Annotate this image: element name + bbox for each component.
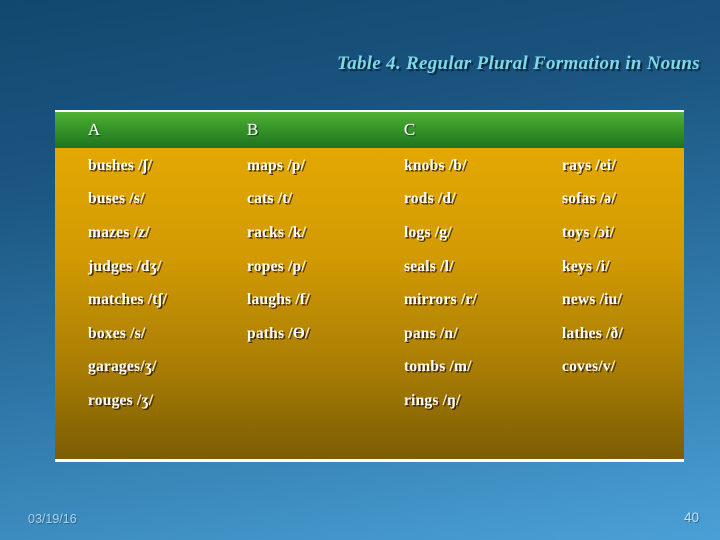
table-cell: logs /g/: [404, 223, 452, 241]
table-cell: keys /i/: [562, 257, 610, 275]
table-cell: matches /tʃ/: [88, 291, 167, 309]
slide-date: 03/19/16: [28, 512, 77, 526]
table-cell: pans /n/: [404, 324, 458, 342]
table-cell: ropes /p/: [247, 257, 306, 275]
table-cell: news /iu/: [562, 291, 622, 309]
table-cell: laughs /f/: [247, 291, 310, 309]
table-header-row: A B C: [55, 112, 684, 148]
table-cell: rouges /ʒ/: [88, 391, 154, 409]
header-cell-A: A: [88, 120, 101, 139]
table-body: bushes /ʃ/maps /p/knobs /b/rays /ei/buse…: [55, 148, 684, 459]
table-cell: mazes /z/: [88, 223, 150, 241]
table-cell: toys /ɔi/: [562, 223, 615, 241]
table-cell: garages/ʒ/: [88, 358, 157, 376]
plural-formation-table: A B C bushes /ʃ/maps /p/knobs /b/rays /ei/…: [55, 110, 684, 462]
table-cell: buses /s/: [88, 190, 145, 208]
header-cell-C: C: [404, 120, 416, 139]
table-cell: [529, 384, 684, 418]
header-cell-empty: [529, 112, 684, 148]
table-cell: seals /l/: [404, 257, 454, 275]
table-cell: boxes /s/: [88, 324, 146, 342]
table-cell: maps /p/: [247, 156, 306, 174]
table-cell: mirrors /r/: [404, 291, 477, 309]
table-cell: coves/v/: [562, 358, 616, 376]
table-cell: [214, 351, 371, 385]
table-cell: knobs /b/: [404, 156, 467, 174]
table-cell: lathes /ð/: [562, 324, 623, 342]
header-cell-B: B: [247, 120, 259, 139]
table-cell: sofas /ə/: [562, 190, 616, 208]
table-cell: bushes /ʃ/: [88, 156, 152, 174]
table-cell: paths /Ɵ/: [247, 324, 310, 342]
table-cell: judges /dʒ/: [88, 257, 162, 275]
slide-page-number: 40: [683, 510, 699, 525]
table-cell: cats /t/: [247, 190, 293, 208]
table-cell: [214, 384, 371, 418]
table-cell: rings /ŋ/: [404, 391, 461, 409]
table-cell: racks /k/: [247, 223, 307, 241]
table-cell: rods /d/: [404, 190, 456, 208]
table-cell: rays /ei/: [562, 156, 616, 174]
slide-title: Table 4. Regular Plural Formation in Nou…: [337, 53, 700, 74]
table-cell: tombs /m/: [404, 358, 472, 376]
